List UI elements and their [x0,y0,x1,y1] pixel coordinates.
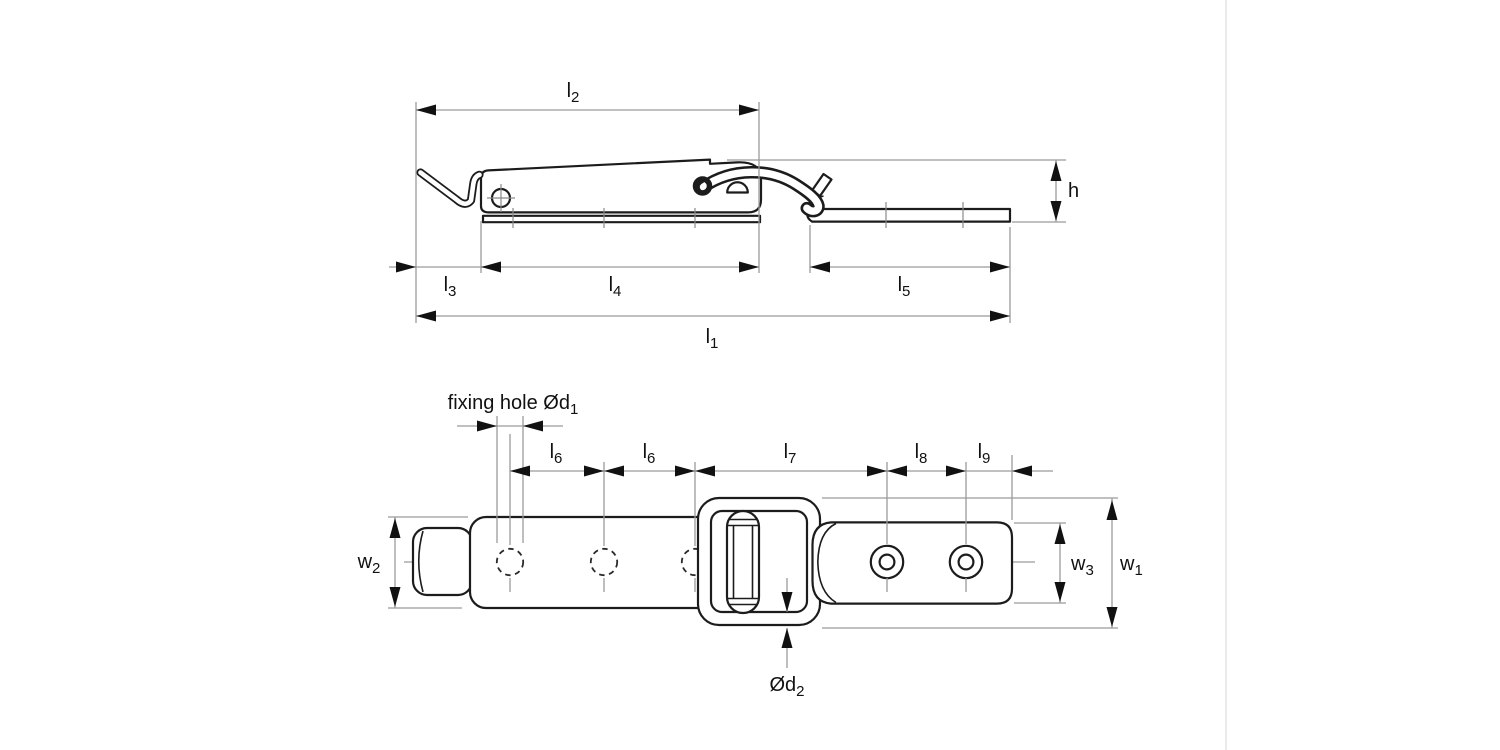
side-bail-eye [692,176,713,196]
side-counter-plate [806,207,1012,223]
dim-label-l8: l8 [915,441,928,467]
dim-label-l3: l3 [444,274,457,300]
side-lever-body [479,158,763,214]
dim-label-w3: w3 [1070,553,1094,579]
dim-label-h: h [1068,180,1079,202]
side-hook-handle-inner [418,170,482,207]
plan-strip-hole-2-inner [957,553,975,571]
dim-label-w2: w2 [357,551,381,577]
side-base-plate [481,214,762,224]
plan-fixing-hole-2 [589,547,619,577]
side-view-dimensions: l2 l3 l4 l5 l1 h [389,80,1079,352]
dim-label-l6-b: l6 [643,441,656,467]
dim-label-l5: l5 [898,274,911,300]
dim-label-l6-a: l6 [550,441,563,467]
dim-label-l7: l7 [784,441,797,467]
label-fixing-hole: fixing hole Ød1 [448,392,579,418]
plan-view [404,496,1035,627]
dim-label-l2: l2 [567,80,580,106]
plan-lever-roll [725,509,761,615]
dim-label-l9: l9 [978,441,991,467]
dim-label-w1: w1 [1119,553,1143,579]
dim-label-l4: l4 [609,274,622,300]
side-view [416,158,1012,228]
side-bail-inner [699,168,823,215]
plan-fixing-hole-1 [495,547,525,577]
plan-counter-plate-bend [816,522,837,604]
plan-hook-end-bend [417,530,424,593]
plan-view-dimensions: fixing hole Ød1 l6 l6 l7 l8 l9 w2 w3 w1 … [357,392,1143,700]
side-bail-seat [726,181,749,194]
dim-label-d2: Ød2 [769,674,804,700]
plan-strip-hole-1-inner [878,553,896,571]
plan-counter-plate [811,521,1014,605]
dim-label-l1: l1 [706,326,719,352]
